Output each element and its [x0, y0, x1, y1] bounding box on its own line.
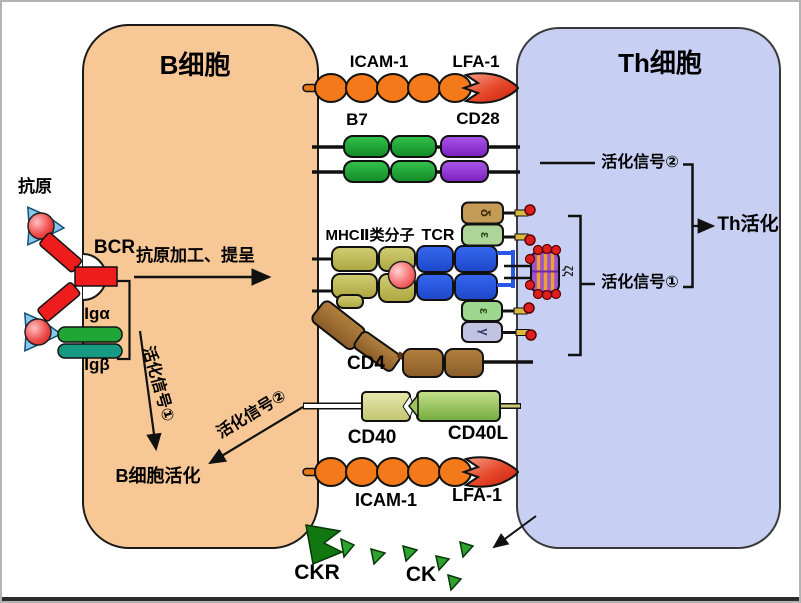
cd3-top-subunits	[461, 201, 536, 247]
ckr-label: CKR	[294, 561, 340, 584]
cd4-molecule	[311, 300, 533, 378]
cd3-bottom-subunits	[461, 300, 537, 343]
ig-alpha-bar	[57, 326, 123, 343]
cd3-gamma-label: γ	[477, 328, 492, 336]
b7-molecule	[343, 135, 437, 183]
b-signal1-arrow	[138, 330, 162, 452]
cd28-label: CD28	[456, 109, 500, 128]
ck-secretion-arrow	[492, 515, 537, 549]
b-signal2-arrow	[208, 406, 304, 465]
antigen-processing-label: 抗原加工、提呈	[136, 246, 255, 265]
icam1-bottom	[302, 457, 472, 487]
lfa1-top	[461, 72, 520, 104]
icam1-bottom-label: ICAM-1	[355, 490, 417, 510]
cd3-zeta-label: ζζ	[561, 265, 575, 277]
cd3-delta-label: δ	[478, 209, 493, 217]
antigen-label: 抗原	[18, 177, 52, 196]
th-cell-title: Th细胞	[618, 48, 702, 78]
th-activation-label: Th活化	[717, 214, 779, 235]
lfa1-top-label: LFA-1	[452, 52, 500, 71]
bcr-receptor	[37, 232, 118, 322]
ig-beta-label: Igβ	[84, 355, 110, 374]
tcr-molecule	[416, 245, 533, 301]
cd3-epsilon-bottom-label: ε	[477, 307, 492, 315]
cd40l-molecule	[408, 390, 521, 422]
cd4-label: CD4	[346, 353, 385, 374]
cd40-label: CD40	[347, 427, 397, 448]
tcr-label: TCR	[421, 227, 455, 244]
b-cell-title: B细胞	[159, 50, 231, 80]
icam1-top	[302, 73, 472, 103]
ig-alpha-label: Igα	[84, 304, 110, 323]
th-cell-body	[516, 27, 781, 549]
th-signal2-label: 活化信号②	[601, 154, 679, 171]
b-activation-label: B细胞活化	[115, 466, 201, 486]
cd40l-label: CD40L	[447, 423, 509, 444]
antigen-particle-1	[26, 205, 66, 247]
cd3-group-bracket	[568, 214, 582, 357]
ig-beta-bar	[57, 343, 123, 359]
ck-particles	[370, 540, 475, 592]
b7-label: B7	[346, 110, 368, 129]
ckr-receptor	[305, 524, 356, 566]
lfa1-bottom-label: LFA-1	[451, 485, 502, 505]
image-bottom-border	[2, 597, 799, 601]
antigen-particle-2	[23, 311, 63, 353]
icam1-top-label: ICAM-1	[349, 52, 409, 71]
antigen-peptide	[387, 260, 417, 290]
cd28-molecule	[440, 135, 489, 183]
cd3-epsilon-top-label: ε	[478, 231, 493, 239]
ck-label: CK	[405, 563, 437, 586]
zeta-dimer	[524, 243, 562, 301]
mhc2-label: MHCⅡ类分子	[325, 227, 415, 244]
bcr-ig-bracket	[117, 279, 131, 361]
cd40-molecule	[303, 391, 415, 422]
lfa1-bottom	[461, 456, 520, 488]
th-signal1-label: 活化信号①	[601, 274, 679, 291]
bcr-label: BCR	[93, 237, 136, 258]
